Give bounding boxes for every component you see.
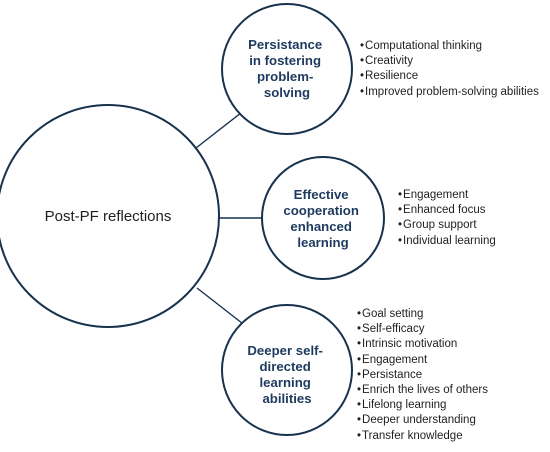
topic-node-persistance-label: Persistance in fostering problem- solvin… xyxy=(248,37,326,100)
connector-self-directed xyxy=(196,287,248,328)
bullet-item: Enhanced focus xyxy=(398,203,496,218)
topic-self-directed-line: directed xyxy=(260,359,311,374)
bullet-item: Intrinsic motivation xyxy=(357,337,488,352)
topic-self-directed-line: abilities xyxy=(262,391,311,406)
bullet-item: Resilience xyxy=(360,69,539,84)
bullet-item: Goal setting xyxy=(357,307,488,322)
bullet-list-cooperation: Engagement Enhanced focus Group support … xyxy=(398,188,496,249)
topic-persistance-line: Persistance xyxy=(248,37,322,52)
bullet-item: Improved problem-solving abilities xyxy=(360,85,539,100)
topic-cooperation-line: learning xyxy=(297,235,348,250)
topic-persistance-line: problem- xyxy=(257,69,313,84)
bullet-item: Persistance xyxy=(357,368,488,383)
topic-node-cooperation-label: Effective cooperation enhanced learning xyxy=(283,187,362,250)
topic-cooperation-line: Effective xyxy=(294,187,349,202)
bullet-item: Individual learning xyxy=(398,234,496,249)
topic-persistance-line: in fostering xyxy=(249,53,321,68)
topic-cooperation-line: cooperation xyxy=(283,203,358,218)
bullet-item: Computational thinking xyxy=(360,39,539,54)
bullet-item: Creativity xyxy=(360,54,539,69)
center-node-label: Post-PF reflections xyxy=(45,208,172,225)
bullet-item: Enrich the lives of others xyxy=(357,383,488,398)
bullet-item: Deeper understanding xyxy=(357,413,488,428)
topic-node-persistance xyxy=(221,3,353,135)
bullet-item: Group support xyxy=(398,218,496,233)
connector-persistance xyxy=(195,108,247,149)
topic-node-self-directed xyxy=(221,304,353,436)
bullet-item: Engagement xyxy=(398,188,496,203)
topic-node-cooperation xyxy=(261,156,385,280)
bullet-list-persistance: Computational thinking Creativity Resili… xyxy=(360,39,539,100)
topic-self-directed-line: learning xyxy=(260,375,311,390)
topic-self-directed-line: Deeper self- xyxy=(247,343,323,358)
bullet-item: Engagement xyxy=(357,353,488,368)
bullet-item: Self-efficacy xyxy=(357,322,488,337)
topic-persistance-line: solving xyxy=(264,85,310,100)
bullet-item: Transfer knowledge xyxy=(357,429,488,444)
bullet-item: Lifelong learning xyxy=(357,398,488,413)
bullet-list-self-directed: Goal setting Self-efficacy Intrinsic mot… xyxy=(357,307,488,444)
center-node xyxy=(0,104,220,328)
topic-cooperation-line: enhanced xyxy=(290,219,352,234)
topic-node-self-directed-label: Deeper self- directed learning abilities xyxy=(247,343,326,406)
